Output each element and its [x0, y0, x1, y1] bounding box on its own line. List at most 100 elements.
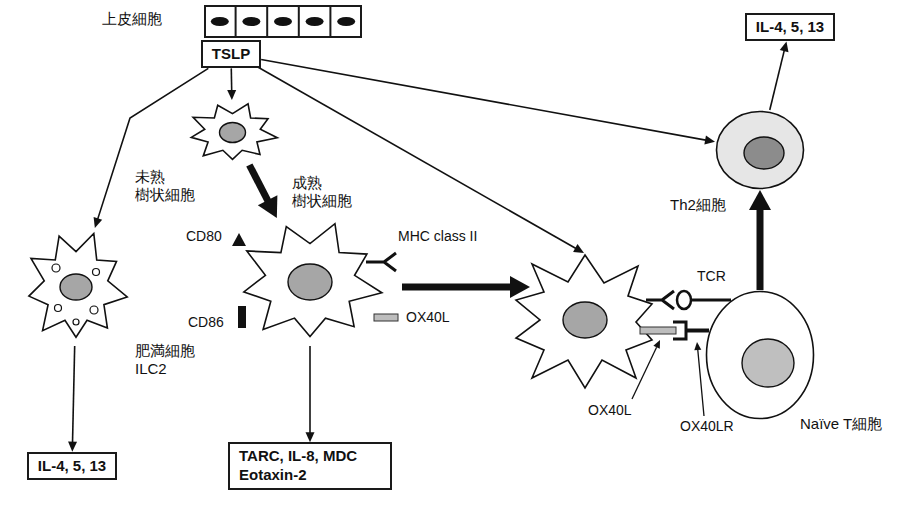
granule [93, 269, 100, 276]
cell-nucleus [306, 17, 324, 26]
cell-wall [329, 6, 331, 37]
arrow-line [261, 59, 707, 140]
granule [52, 264, 60, 272]
cell-wall [266, 6, 268, 37]
mast-cell: 肥満細胞 ILC2 [22, 228, 130, 346]
cell-nucleus [211, 17, 229, 26]
cell-label: Naïve T細胞 [800, 415, 882, 433]
epithelium-row: 上皮細胞 [204, 5, 362, 38]
ox40l-marker [374, 314, 398, 321]
cell-outline [707, 292, 814, 419]
arrow-head [749, 190, 771, 210]
cell-nucleus [288, 264, 332, 300]
ox40l-marker [640, 327, 676, 334]
thick-arrow-line [757, 206, 764, 290]
chemokine-box: TARC, IL-8, MDC Eotaxin-2 [228, 442, 392, 490]
connector [749, 190, 771, 290]
cell-outline [244, 224, 382, 337]
ox40lr-receptor [673, 322, 686, 339]
arrow-line [73, 346, 75, 444]
cells-outline [204, 5, 362, 38]
ox40lr-stem [686, 329, 709, 333]
box-text: IL-4, 5, 13 [756, 18, 824, 37]
marker-label: CD86 [188, 314, 224, 331]
star-outline [235, 218, 385, 346]
arrow-line [97, 68, 208, 220]
box-text: IL-4, 5, 13 [38, 457, 106, 476]
receptor-label: OX40LR [680, 418, 734, 435]
mature-dendritic-cell: 成熟 樹状細胞 [235, 218, 385, 346]
cell-outline [717, 112, 804, 189]
arrow-line [309, 346, 311, 434]
immature-dendritic-cell: 未熟 樹状細胞 [185, 100, 280, 165]
mhc-receptor [366, 253, 396, 271]
th2-cell: Th2細胞 [715, 110, 805, 190]
connector [249, 165, 277, 218]
cell-label: 未熟 樹状細胞 [135, 168, 195, 204]
connector [68, 346, 77, 452]
cell-nucleus [60, 274, 92, 300]
cell-wall [298, 6, 300, 37]
ellipse-outline [705, 290, 815, 420]
ellipse-outline [715, 110, 805, 190]
receptor-label: MHC class II [398, 228, 477, 245]
dendritic-cell [516, 255, 652, 388]
arrow-head [68, 442, 77, 452]
arrow-head [258, 195, 278, 218]
naive-t-cell: Naïve T細胞 [705, 290, 815, 420]
epithelium-outline [205, 6, 361, 37]
arrow-line [256, 66, 576, 249]
cell-wall [235, 6, 237, 37]
cell-nucleus [242, 17, 260, 26]
arrow-head [306, 432, 315, 442]
star-outline [185, 100, 280, 165]
granule [55, 305, 62, 312]
cell-label: 肥満細胞 ILC2 [135, 342, 195, 378]
cell-nucleus [220, 123, 246, 143]
arrow-head [94, 217, 103, 228]
marker-label: OX40L [406, 309, 450, 326]
leader-line [698, 350, 704, 416]
cell-nucleus [337, 17, 355, 26]
cell-label: 成熟 樹状細胞 [292, 174, 352, 210]
arrow-head [780, 41, 789, 52]
receptor-label: TCR [697, 268, 726, 285]
granule [73, 319, 79, 325]
arrow-head [227, 90, 236, 100]
arrow-head [704, 136, 715, 145]
box-text: TARC, IL-8, MDC Eotaxin-2 [239, 447, 381, 485]
cell-nucleus [563, 302, 607, 338]
arrow-head [573, 244, 584, 253]
connector [227, 68, 236, 100]
marker-label: CD80 [186, 228, 222, 245]
cell-nucleus [744, 137, 784, 169]
tcr-receptor [677, 291, 691, 309]
cytokine-box: IL-4, 5, 13 [27, 452, 117, 481]
cell-label: 上皮細胞 [102, 10, 162, 28]
leader-head [694, 342, 701, 350]
connector [306, 346, 315, 442]
thick-arrow-line [402, 284, 514, 291]
cytokine-box: IL-4, 5, 13 [745, 13, 835, 42]
cd86-marker [238, 306, 246, 328]
connector [261, 59, 715, 144]
star-outline [22, 228, 130, 346]
tcr-stem [691, 299, 731, 302]
marker-label: OX40L [588, 402, 632, 419]
arrow-line [230, 68, 232, 92]
connector [770, 41, 789, 110]
cell-label: Th2細胞 [670, 196, 726, 214]
thick-arrow-line [249, 165, 269, 204]
thick-arrow-head [510, 276, 530, 298]
cell-nucleus [274, 17, 292, 26]
cell-outline [29, 233, 127, 337]
connector [94, 68, 209, 228]
box-text: TSLP [212, 45, 250, 64]
mhc-receptor [646, 291, 674, 309]
cell-nucleus [742, 339, 794, 387]
cd80-marker [232, 233, 246, 246]
cytokine-box: TSLP [201, 40, 261, 69]
arrow-line [770, 49, 785, 110]
